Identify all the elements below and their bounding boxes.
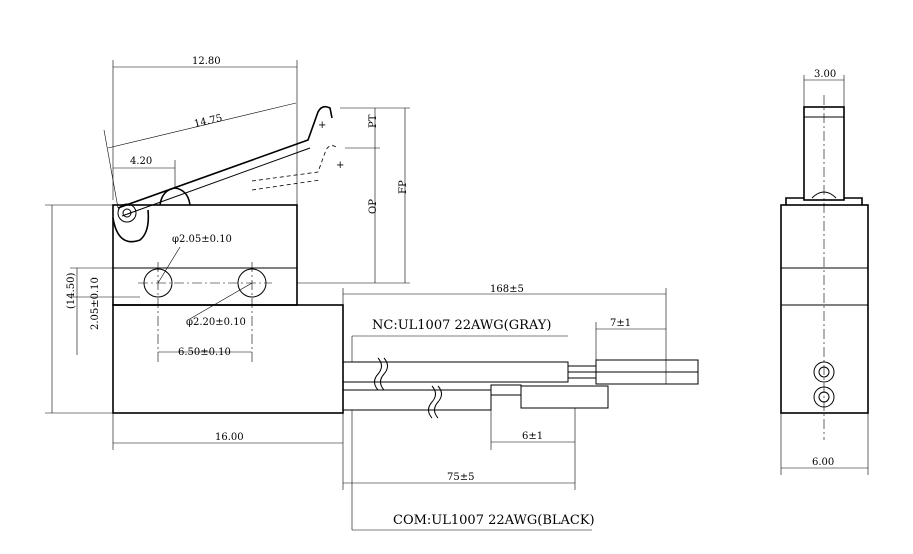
- side-view: 3.00 6.00: [780, 69, 869, 475]
- fp-label: FP: [398, 180, 409, 194]
- nc-break-mark-1: [374, 357, 382, 391]
- nc-wire-label: NC:UL1007 22AWG(GRAY): [372, 318, 551, 333]
- lever-operated-dashed-2: [251, 179, 321, 191]
- op-label: OP: [368, 199, 379, 214]
- nc-break-mark-2: [380, 357, 388, 391]
- leader-large-hole: [187, 282, 253, 321]
- com-wire-jacket: [342, 389, 492, 411]
- nc-strip-label: 7±1: [610, 318, 631, 329]
- width-top-label: 12.80: [192, 56, 221, 67]
- lever-arm-inner: [121, 147, 311, 217]
- dim-line-lever: [107, 102, 297, 149]
- switch-body-lower: [112, 304, 344, 414]
- com-length-label: 75±5: [447, 472, 474, 483]
- plus-mark-2: +: [336, 160, 344, 171]
- hole-small-label: φ2.05±0.10: [172, 234, 232, 245]
- lever-operated-dashed: [251, 145, 337, 182]
- switch-body-upper: [112, 204, 298, 306]
- com-break-mark-2: [434, 385, 442, 419]
- lever-arm: [117, 105, 333, 209]
- ext-line-lever: [103, 129, 119, 209]
- side-width-bottom-label: 6.00: [812, 457, 834, 468]
- com-wire-stripped: [520, 385, 609, 409]
- plus-mark-1: +: [318, 120, 326, 131]
- overall-height-label: (14.50): [66, 272, 77, 309]
- com-break-mark-1: [428, 385, 436, 419]
- pt-label: PT: [368, 114, 379, 128]
- com-wire-label: COM:UL1007 22AWG(BLACK): [393, 513, 595, 528]
- nc-length-label: 168±5: [490, 284, 524, 295]
- hole-pitch-label: 6.50±0.10: [178, 347, 231, 358]
- roller-arc: [112, 209, 150, 243]
- side-width-top-label: 3.00: [814, 69, 836, 80]
- nc-wire-jacket: [342, 361, 569, 383]
- stem-flange: [785, 197, 863, 205]
- hole-large-label: φ2.20±0.10: [186, 317, 246, 328]
- hole-height-label: 2.05±0.10: [90, 277, 101, 330]
- body-length-label: 16.00: [215, 432, 244, 443]
- roller-offset-label: 4.20: [130, 156, 152, 167]
- com-wire-transition: [490, 384, 522, 396]
- com-strip-label: 6±1: [522, 431, 543, 442]
- front-view: + + φ2.05±0.10 φ2.20±0.10 6.50±0.10 12.8…: [45, 56, 410, 490]
- wire-leads: NC:UL1007 22AWG(GRAY) 168±5 7±1 6±1 75±5…: [342, 284, 699, 531]
- lever-length-label: 14.75: [193, 113, 223, 130]
- side-body: [780, 204, 869, 414]
- leader-small-hole: [157, 246, 181, 284]
